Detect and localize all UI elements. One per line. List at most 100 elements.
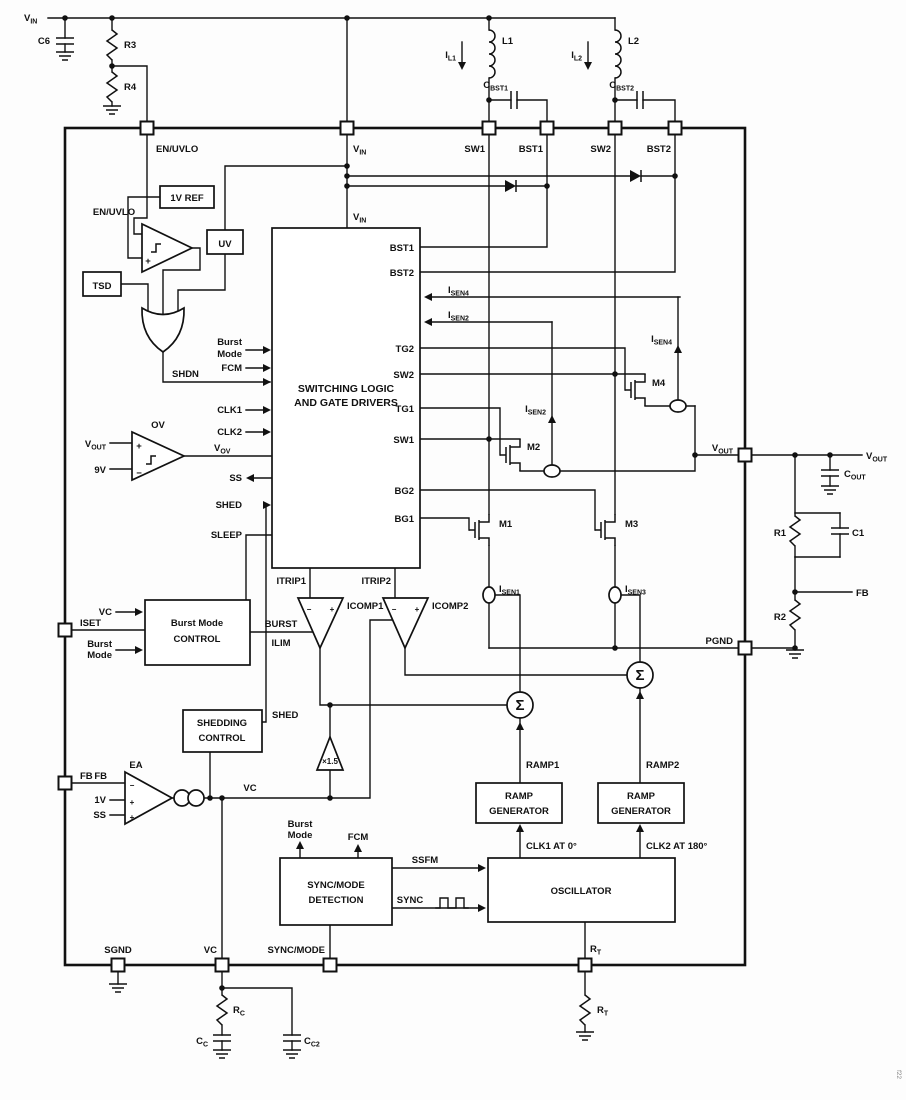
sign-minus-ov: − xyxy=(136,468,142,479)
pulse-waveform-icon xyxy=(435,897,469,909)
inductor-l2 xyxy=(614,29,622,79)
sign-minus-icomp1: − xyxy=(307,605,312,614)
pin-sgnd xyxy=(110,957,126,973)
label-r4: R4 xyxy=(124,82,137,93)
sum-symbol-2: Σ xyxy=(635,667,644,684)
block-label-logic-2: AND GATE DRIVERS xyxy=(294,397,398,409)
diode-bst2 xyxy=(629,169,642,183)
pin-sync-mode xyxy=(322,957,338,973)
comparator-ov xyxy=(131,430,187,482)
label-isen4-sense: ISEN4 xyxy=(651,334,672,347)
label-itrip1: ITRIP1 xyxy=(276,576,306,587)
pin-bst2 xyxy=(667,120,683,136)
sign-plus-ea2: + xyxy=(130,813,135,822)
pin-vin xyxy=(339,120,355,136)
wires-power-stage xyxy=(419,134,739,693)
label-cc: CC xyxy=(196,1036,208,1049)
block-sync-mode-detection xyxy=(279,857,393,926)
pin-label-sw2: SW2 xyxy=(590,144,611,155)
diode-bst1 xyxy=(504,179,517,193)
or-gate xyxy=(141,306,185,354)
pin-label-sync-mode: SYNC/MODE xyxy=(267,945,325,956)
cap-cbst2 xyxy=(636,90,644,110)
block-label-oscillator: OSCILLATOR xyxy=(551,886,612,897)
sense-ellipse-isen2 xyxy=(543,464,561,478)
label-shed-stub: SHED xyxy=(216,500,243,511)
arrow-il2 xyxy=(584,62,592,70)
label-ea: EA xyxy=(129,760,142,771)
label-isen2-sense: ISEN2 xyxy=(525,404,546,417)
label-vout-ov: VOUT xyxy=(85,439,107,452)
label-bg2: BG2 xyxy=(394,486,414,497)
label-m4: M4 xyxy=(652,378,666,389)
label-mode-det: Mode xyxy=(288,830,313,841)
pin-label-fb: FB xyxy=(80,771,93,782)
block-oscillator xyxy=(487,857,676,923)
label-sleep: SLEEP xyxy=(211,530,243,541)
block-label-1v-ref: 1V REF xyxy=(170,193,203,204)
pin-label-vin: VIN xyxy=(353,144,366,157)
label-icomp2: ICOMP2 xyxy=(432,601,468,612)
cap-c1 xyxy=(830,527,850,535)
pin-pgnd xyxy=(737,640,753,656)
label-corner-note: f22 xyxy=(895,1070,902,1079)
label-isen4-in: ISEN4 xyxy=(448,285,469,298)
pin-label-iset: ISET xyxy=(80,618,101,629)
ground-r4 xyxy=(102,105,122,115)
amp-ea xyxy=(124,770,174,826)
mosfet-m3 xyxy=(594,513,616,547)
label-tg1: TG1 xyxy=(396,404,415,415)
block-label-rampgen2-1: RAMP xyxy=(627,791,656,802)
pin-iset xyxy=(57,622,73,638)
hysteresis-icon xyxy=(151,243,161,253)
block-label-rampgen1-2: GENERATOR xyxy=(489,806,549,817)
label-ss-stub: SS xyxy=(229,473,242,484)
label-clk1-deg: CLK1 AT 0° xyxy=(526,841,577,852)
label-bg1: BG1 xyxy=(394,514,414,525)
label-clk2-deg: CLK2 AT 180° xyxy=(646,841,708,852)
label-c1: C1 xyxy=(852,528,865,539)
block-label-burst-1: Burst Mode xyxy=(171,618,223,629)
amp-gain-1p5 xyxy=(315,734,345,771)
label-ssfm: SSFM xyxy=(412,855,438,866)
label-c6: C6 xyxy=(38,36,50,47)
label-ss-ea: SS xyxy=(93,810,106,821)
resistor-r1 xyxy=(789,515,801,547)
comparator-en-uvlo xyxy=(141,222,194,274)
label-il1: IL1 xyxy=(445,50,456,63)
arrow-il1 xyxy=(458,62,466,70)
pin-sw2 xyxy=(607,120,623,136)
pin-vc xyxy=(214,957,230,973)
label-ramp1: RAMP1 xyxy=(526,760,560,771)
resistor-r2 xyxy=(789,599,801,631)
label-burst-det: Burst xyxy=(288,819,314,830)
sum-symbol-1: Σ xyxy=(515,697,524,714)
pin-label-en-uvlo: EN/UVLO xyxy=(156,144,198,155)
pin-label-bst1: BST1 xyxy=(519,144,544,155)
label-ov: OV xyxy=(151,420,165,431)
label-cbst1: CBST1 xyxy=(483,80,508,93)
block-ramp-generator-1 xyxy=(475,782,563,824)
block-shedding-control xyxy=(182,709,263,753)
pin-label-vout: VOUT xyxy=(712,443,734,456)
label-cbst2: CBST2 xyxy=(609,80,634,93)
label-sync: SYNC xyxy=(397,895,424,906)
label-burst-ilim-2: ILIM xyxy=(272,638,291,649)
label-gain: ×1.5 xyxy=(322,757,338,766)
label-mode-in: Mode xyxy=(87,650,112,661)
sign-minus-icomp2: − xyxy=(392,605,397,614)
pin-label-sgnd: SGND xyxy=(104,945,132,956)
label-vc-burst: VC xyxy=(99,607,112,618)
sense-ellipse-isen1 xyxy=(482,586,496,604)
block-label-shed-2: CONTROL xyxy=(199,733,246,744)
sum-circle-2 xyxy=(626,661,654,689)
block-label-syncdet-2: DETECTION xyxy=(309,895,364,906)
wires-top-external xyxy=(47,17,676,122)
label-cout: COUT xyxy=(844,469,866,482)
block-ramp-generator-2 xyxy=(597,782,685,824)
label-vc-rail: VC xyxy=(243,783,256,794)
label-en-uvlo-comp: EN/UVLO xyxy=(93,207,135,218)
block-uv xyxy=(206,229,244,255)
hysteresis-icon-ov xyxy=(146,455,156,465)
